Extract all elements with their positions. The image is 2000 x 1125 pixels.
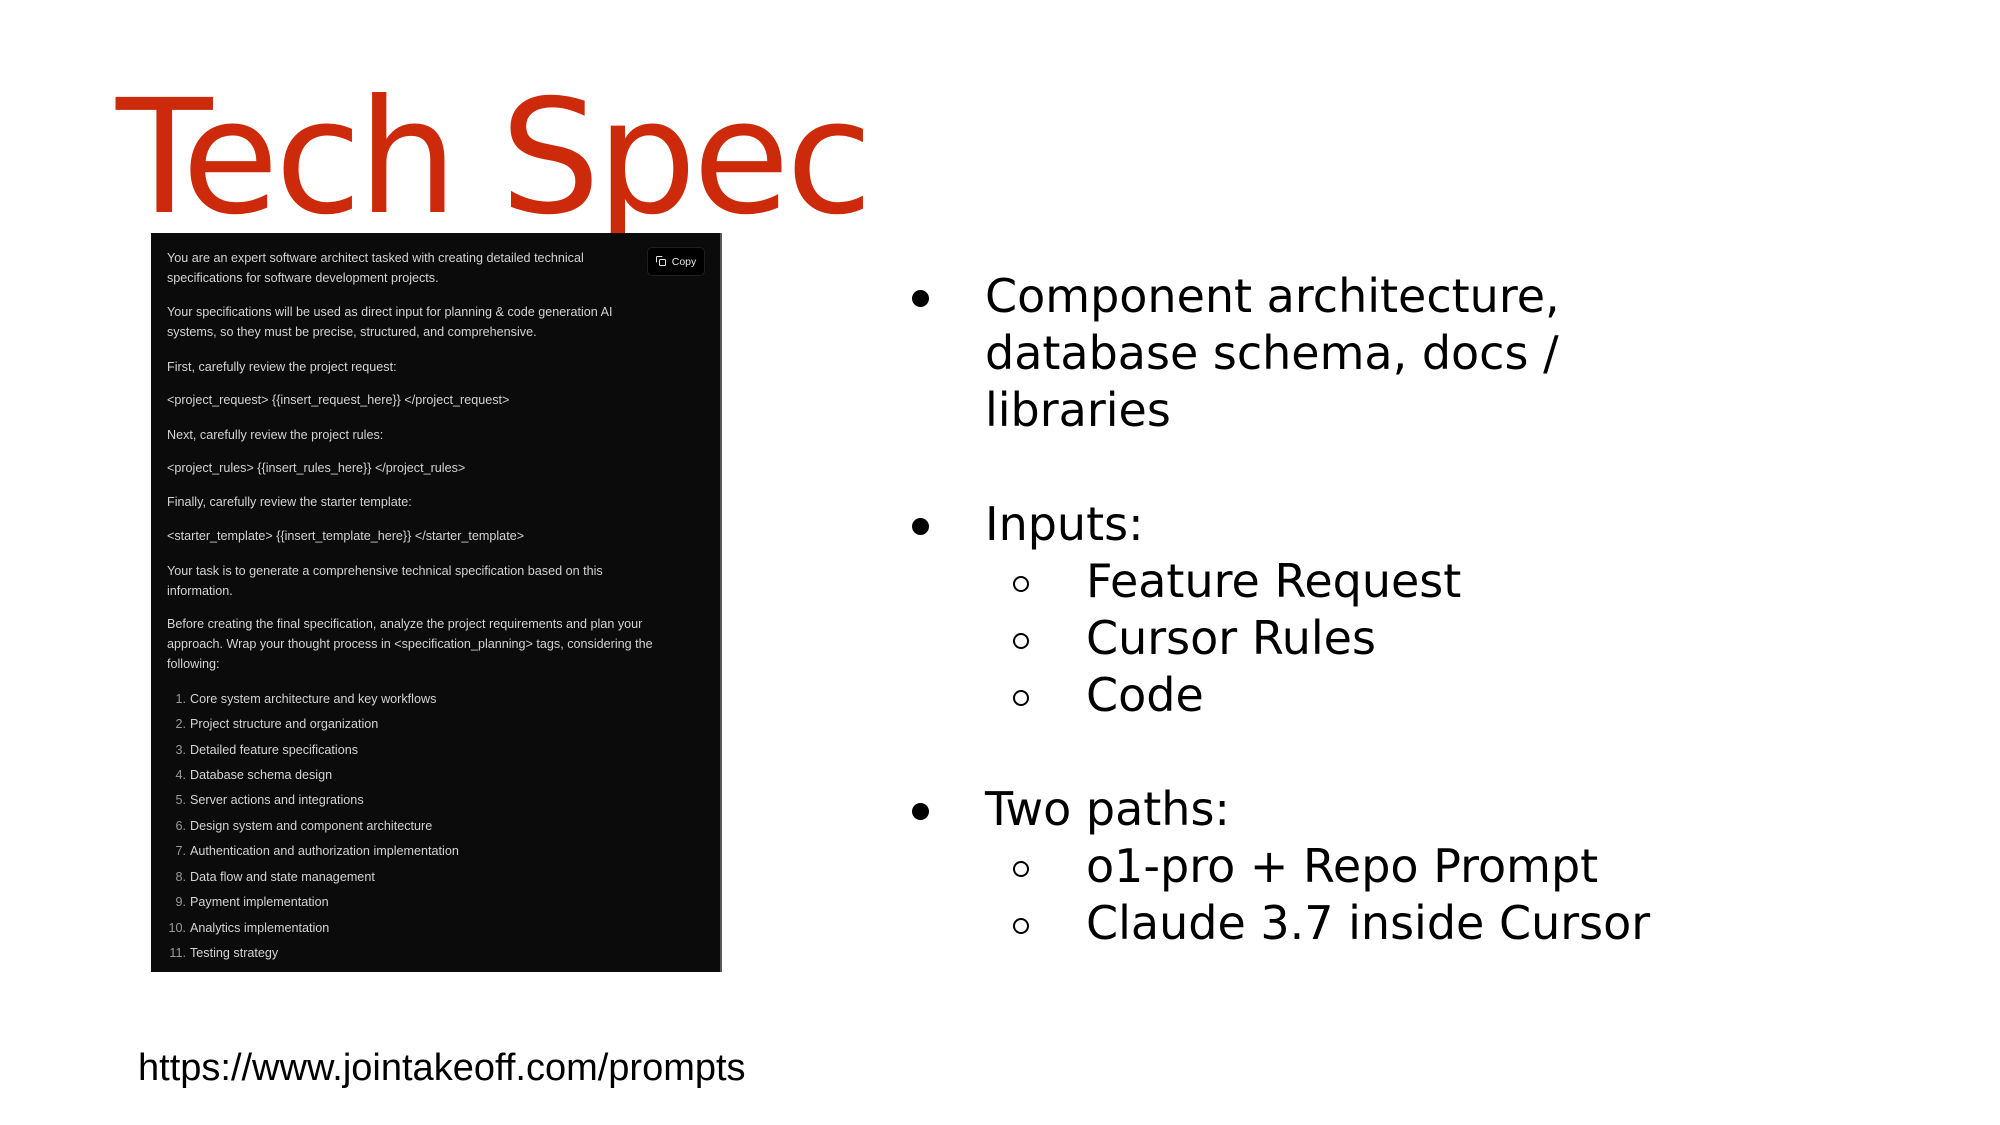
prompt-line: Before creating the final specification,… xyxy=(167,617,643,631)
bullet-text: Inputs: xyxy=(985,497,1144,551)
bullet-dot-icon xyxy=(912,290,929,307)
sub-bullet-circle-icon xyxy=(1013,918,1029,934)
prompt-line: systems, so they must be precise, struct… xyxy=(167,325,537,339)
prompt-line: You are an expert software architect tas… xyxy=(167,251,584,265)
prompt-line: approach. Wrap your thought process in <… xyxy=(167,637,653,651)
sub-bullet-circle-icon xyxy=(1013,633,1029,649)
prompt-line: <project_rules> {{insert_rules_here}} </… xyxy=(167,461,466,475)
copy-icon xyxy=(655,256,667,267)
prompt-line: Finally, carefully review the starter te… xyxy=(167,495,412,509)
copy-button[interactable]: Copy xyxy=(647,247,705,276)
prompt-line: Your specifications will be used as dire… xyxy=(167,305,613,319)
bullet-dot-icon xyxy=(912,803,929,820)
bullet-text: Component architecture, xyxy=(985,269,1560,323)
prompt-line: Your task is to generate a comprehensive… xyxy=(167,564,603,578)
prompt-line: <starter_template> {{insert_template_her… xyxy=(167,529,525,543)
sub-bullet-text: Code xyxy=(1086,668,1204,722)
sub-bullet-text: Cursor Rules xyxy=(1086,611,1376,665)
sub-bullet-text: Claude 3.7 inside Cursor xyxy=(1086,896,1651,950)
bullet-text: Two paths: xyxy=(985,782,1230,836)
prompt-screenshot-panel: Copy You are an expert software architec… xyxy=(151,233,722,972)
copy-button-label: Copy xyxy=(671,255,697,268)
prompt-line: specifications for software development … xyxy=(167,271,439,285)
prompt-line: First, carefully review the project requ… xyxy=(167,360,397,374)
prompt-line: information. xyxy=(167,584,233,598)
slide-title: Tech Spec xyxy=(116,66,873,250)
bullet-dot-icon xyxy=(912,518,929,535)
sub-bullet-text: o1-pro + Repo Prompt xyxy=(1086,839,1599,893)
sub-bullet-text: Feature Request xyxy=(1086,554,1462,608)
footer-url-link[interactable]: https://www.jointakeoff.com/prompts xyxy=(138,1047,746,1089)
sub-bullet-circle-icon xyxy=(1013,576,1029,592)
sub-bullet-circle-icon xyxy=(1013,690,1029,706)
bullet-text: database schema, docs / xyxy=(985,326,1559,380)
prompt-line: Next, carefully review the project rules… xyxy=(167,428,384,442)
prompt-line: following: xyxy=(167,657,220,671)
bullet-text: libraries xyxy=(985,383,1171,437)
prompt-line: <project_request> {{insert_request_here}… xyxy=(167,393,510,407)
sub-bullet-circle-icon xyxy=(1013,861,1029,877)
